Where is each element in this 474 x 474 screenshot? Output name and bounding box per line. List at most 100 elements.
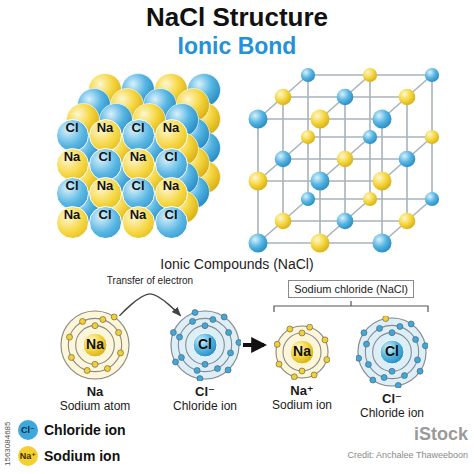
lattice-ion	[399, 89, 416, 106]
lattice-model	[249, 68, 440, 253]
lattice-ion	[249, 234, 268, 253]
lattice-ion	[311, 172, 330, 191]
element-symbol: Na	[123, 149, 154, 164]
electron	[299, 368, 305, 374]
element-symbol: Cl	[156, 207, 187, 222]
edge-label: Transfer of electron	[105, 275, 195, 287]
lattice-ion	[301, 192, 315, 206]
electron	[422, 343, 428, 349]
atom-diagram: NaNa⁺Sodium ion	[262, 324, 342, 412]
lattice-bond	[345, 96, 407, 98]
electron	[414, 357, 420, 363]
electron	[221, 314, 227, 320]
lattice-bond	[282, 159, 284, 221]
electron	[389, 368, 395, 374]
lattice-bond	[370, 136, 432, 138]
ion-sphere: Na	[56, 206, 89, 239]
electron	[173, 359, 179, 365]
electron	[100, 317, 106, 323]
electron	[210, 317, 216, 323]
ion-sphere: Na	[89, 119, 122, 152]
electron	[178, 354, 184, 360]
ion-name: Sodium ion	[272, 398, 332, 412]
lattice-bond	[283, 158, 345, 160]
ion-sphere: Cl	[56, 177, 89, 210]
ion-name: Sodium atom	[60, 399, 131, 413]
electron	[377, 325, 383, 331]
electron	[194, 367, 200, 373]
lattice-bond	[431, 137, 433, 199]
ion-name: Chloride ion	[173, 399, 237, 413]
lattice-bond	[283, 96, 345, 98]
electron	[68, 354, 74, 360]
electron	[192, 309, 198, 315]
ion-sphere: Cl	[155, 206, 188, 239]
caption-text: Ionic Compounds (NaCl)	[160, 256, 313, 272]
lattice-ion	[275, 151, 292, 168]
lattice-ion	[337, 213, 354, 230]
swatch-symbol: Na⁺	[20, 451, 36, 461]
ion-sphere: Cl	[155, 148, 188, 181]
electron	[299, 330, 305, 336]
electron	[197, 376, 203, 381]
lattice-ion	[399, 151, 416, 168]
legend-text: Sodium ion	[44, 447, 120, 465]
lattice-bond	[369, 137, 371, 199]
atom-diagram: ClCl⁻Chloride ion	[344, 316, 440, 420]
lattice-ion	[363, 68, 377, 82]
ion-label: Cl⁻	[195, 384, 215, 399]
electron	[104, 366, 110, 372]
atom-diagram: NaNaSodium atom	[47, 309, 143, 413]
lattice-bond	[431, 75, 433, 137]
electron	[389, 330, 395, 336]
electron	[383, 316, 389, 322]
element-symbol: Cl	[156, 149, 187, 164]
lattice-bond	[406, 97, 408, 159]
ion-sphere: Cl	[122, 119, 155, 152]
ion-label: Na⁺	[290, 383, 313, 398]
electron	[214, 366, 220, 372]
atom-diagram: ClCl⁻Chloride ion	[157, 309, 253, 413]
element-symbol: Na	[47, 336, 143, 352]
electron	[236, 340, 241, 346]
electron	[225, 367, 231, 373]
lattice-ion	[275, 213, 292, 230]
ion-label: Cl⁻	[382, 391, 402, 406]
ion-sphere: Na	[122, 206, 155, 239]
ion-sphere: Cl	[122, 177, 155, 210]
lattice-bond	[308, 198, 370, 200]
ion-sphere: Cl	[56, 119, 89, 152]
credit-note: Credit: Anchalee Thaweeboon	[348, 450, 468, 461]
lattice-ion	[337, 151, 354, 168]
electron	[417, 368, 423, 374]
lattice-ion	[301, 130, 315, 144]
lattice-bond	[370, 74, 432, 76]
lattice-ion	[337, 89, 354, 106]
ion-sphere: Na	[155, 119, 188, 152]
lattice-bond	[369, 75, 371, 137]
element-symbol: Cl	[344, 343, 440, 359]
electron	[111, 314, 117, 320]
electron	[287, 326, 293, 332]
lattice-ion	[373, 234, 392, 253]
electron	[202, 361, 208, 367]
electron	[291, 374, 297, 380]
electron	[381, 374, 387, 380]
ion-sphere: Na	[155, 177, 188, 210]
electron	[276, 361, 282, 367]
electron	[80, 318, 86, 324]
lattice-bond	[345, 220, 407, 222]
ion-sphere: Cl	[89, 206, 122, 239]
element-symbol: Cl	[57, 178, 88, 193]
lattice-ion	[425, 68, 439, 82]
electron	[227, 350, 233, 356]
lattice-bond	[344, 97, 346, 159]
ion-label: Na	[87, 384, 104, 399]
electron	[307, 324, 313, 330]
electron	[92, 323, 98, 329]
element-symbol: Na	[90, 178, 121, 193]
lattice-bond	[344, 159, 346, 221]
title: NaCl Structure	[146, 2, 328, 32]
ion-name: Chloride ion	[360, 406, 424, 420]
lattice-bond	[406, 159, 408, 221]
